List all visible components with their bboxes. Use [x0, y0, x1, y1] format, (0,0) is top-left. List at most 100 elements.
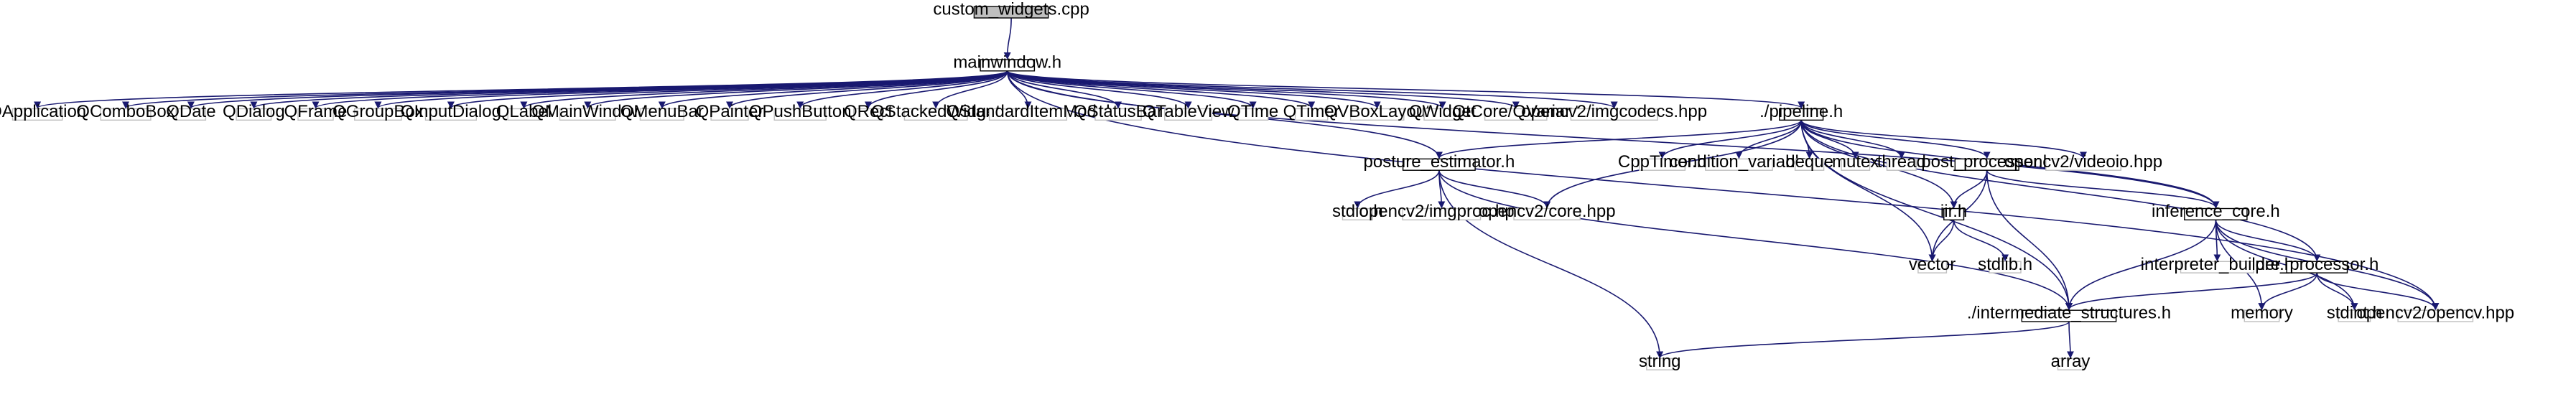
graph-node-opencv: opencv2/opencv.hpp: [2356, 304, 2514, 323]
node-label: opencv2/core.hpp: [1479, 202, 1616, 221]
node-label: opencv2/imgcodecs.hpp: [1521, 102, 1707, 121]
node-box: [773, 108, 827, 121]
edge-pipeline-to-postproc: [1800, 120, 1991, 159]
node-label: QStackedWidget: [871, 102, 1000, 121]
graph-node-cpptimer: CppTimer.h: [1618, 152, 1706, 172]
node-label: post_processor.h: [1921, 152, 2052, 172]
graph-node-preproc[interactable]: pre_processor.h: [2255, 255, 2379, 274]
node-box: [1342, 207, 1373, 221]
graph-node-qstandarditemmodel: QStandardItemModel: [946, 102, 1110, 121]
node-label: QComboBox: [76, 102, 175, 121]
graph-node-qpushbutton: QPushButton: [749, 102, 852, 121]
node-box: [1841, 158, 1871, 171]
edge-iir-to-stdlib: [1953, 220, 2009, 262]
graph-node-iir[interactable]: iir.h: [1940, 202, 1967, 221]
node-box: [1484, 108, 1548, 121]
node-box: [2243, 309, 2280, 322]
node-label: QTimer: [1283, 102, 1340, 121]
node-label: QRect: [844, 102, 893, 121]
graph-node-intermediate[interactable]: ./intermediate_structures.h: [1967, 304, 2171, 323]
node-box: [1917, 261, 1948, 274]
node-box: [2397, 309, 2474, 322]
node-label: deque: [1785, 152, 1833, 172]
node-box: [424, 108, 478, 121]
edge-preproc-to-opencv: [2316, 272, 2440, 311]
node-label: string: [1639, 352, 1681, 371]
node-label: opencv2/imgproc.hpp: [1359, 202, 1524, 221]
graph-node-infcore[interactable]: inference_core.h: [2152, 202, 2280, 221]
graph-node-qinputdialog: QInputDialog: [401, 102, 501, 121]
graph-node-custom-widgets[interactable]: custom_widgets.cpp: [933, 0, 1089, 19]
node-box: [2045, 158, 2122, 171]
edge-custom_widgets-to-mainwindow: [1003, 17, 1012, 60]
graph-node-qstackedwidget: QStackedWidget: [871, 102, 1000, 121]
graph-node-qcombobox: QComboBox: [76, 102, 175, 121]
node-box: [1237, 108, 1269, 121]
graph-node-stdio: stdio.h: [1332, 202, 1383, 221]
edge-intermediate-to-array: [2066, 321, 2074, 359]
node-label: vector: [1909, 255, 1956, 274]
node-box: [1402, 158, 1476, 171]
node-label: interpreter_builder.h: [2141, 255, 2294, 274]
graph-node-stdint: stdint.h: [2327, 304, 2382, 323]
node-label: condition_variable: [1670, 152, 1808, 172]
graph-node-qframe: QFrame: [284, 102, 347, 121]
edge-pipeline-to-preproc: [1800, 120, 2321, 262]
node-label: opencv2/videoio.hpp: [2004, 152, 2162, 172]
edge-mainwindow-to-qstackedwidget: [932, 70, 1008, 109]
graph-node-memory: memory: [2231, 304, 2293, 323]
node-box: [1349, 108, 1405, 121]
graph-node-vector: vector: [1909, 255, 1956, 274]
node-box: [175, 108, 207, 121]
node-box: [1943, 207, 1965, 221]
edge-mainwindow-to-qmenubar: [658, 70, 1008, 109]
node-box: [2021, 309, 2117, 322]
graph-node-qwidget: QWidget: [1409, 102, 1477, 121]
edge-intermediate-to-string: [1656, 321, 2070, 359]
graph-node-qgroupbox: QGroupBox: [333, 102, 424, 121]
edge-mainwindow-to-qvariant: [1006, 70, 1520, 109]
edge-preproc-to-intermediate: [2065, 272, 2318, 311]
edge-mainwindow-to-qpushbutton: [796, 70, 1008, 109]
node-box: [903, 108, 968, 121]
node-label: stdlib.h: [1978, 255, 2032, 274]
graph-node-mainwindow[interactable]: mainwindow.h: [953, 52, 1061, 72]
node-box: [1794, 158, 1825, 171]
node-label: pre_processor.h: [2255, 255, 2379, 274]
node-label: QStatusBar: [1074, 102, 1163, 121]
node-box: [2057, 357, 2084, 370]
edge-mainwindow-to-qmainwindow: [584, 70, 1008, 109]
edge-infcore-to-intermediate: [2065, 220, 2217, 311]
graph-node-postproc[interactable]: post_processor.h: [1921, 152, 2052, 172]
node-label: array: [2051, 352, 2091, 371]
node-label: custom_widgets.cpp: [933, 0, 1089, 19]
node-label: posture_estimator.h: [1364, 152, 1515, 172]
edge-mainwindow-to-qrect: [865, 70, 1008, 109]
edge-mainwindow-to-qtimer: [1006, 70, 1316, 109]
node-box: [1989, 261, 2022, 274]
edge-layer: [34, 17, 2440, 359]
graph-node-qdate: QDate: [166, 102, 215, 121]
edge-posture-to-string: [1438, 170, 1664, 359]
edge-pipeline-to-videoio: [1800, 120, 2087, 159]
node-label: ./intermediate_structures.h: [1967, 304, 2171, 323]
node-box: [1886, 158, 1917, 171]
node-label: QWidget: [1409, 102, 1477, 121]
graph-node-qmainwindow: QMainWindow: [531, 102, 644, 121]
node-box: [1164, 108, 1213, 121]
graph-node-posture[interactable]: posture_estimator.h: [1364, 152, 1515, 172]
node-label: QVBoxLayout: [1324, 102, 1431, 121]
edge-pipeline-to-cpptimer: [1658, 120, 1802, 159]
graph-node-pipeline[interactable]: ./pipeline.h: [1759, 102, 1843, 121]
node-box: [1402, 207, 1482, 221]
graph-node-qlabel: QLabel: [496, 102, 552, 121]
node-label: QDate: [166, 102, 215, 121]
node-box: [852, 108, 883, 121]
graph-node-qtimer: QTimer: [1283, 102, 1340, 121]
node-label: QGroupBox: [333, 102, 424, 121]
node-box: [1638, 158, 1686, 171]
node-label: inference_core.h: [2152, 202, 2280, 221]
edge-pipeline-to-intermediate: [1800, 120, 2073, 311]
node-box: [2286, 261, 2348, 274]
graph-node-mutex: mutex: [1832, 152, 1879, 172]
